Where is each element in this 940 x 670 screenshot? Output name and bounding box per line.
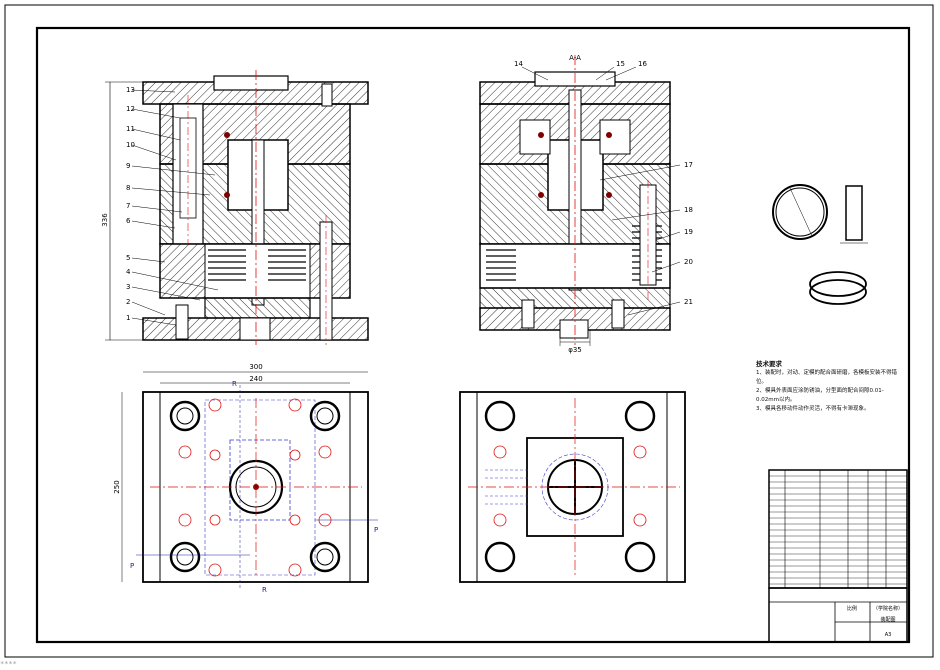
technical-note: 2、模具外表面应涂防锈油，分型面的配合间隙0.01-0.02mm以内。: [756, 388, 884, 403]
part-number: 18: [684, 206, 693, 214]
part-number: 13: [126, 86, 135, 94]
title-block-rows: [769, 475, 907, 585]
part-number: 4: [126, 268, 131, 276]
section-marker-p: P: [374, 526, 378, 534]
dim-bottom-bore: φ35: [568, 346, 582, 354]
section-label: A-A: [569, 54, 581, 62]
outer-border: [4, 4, 934, 658]
leader-lines-left: [131, 89, 219, 326]
part-number: 7: [126, 202, 130, 210]
dim-inner-width: 240: [249, 375, 262, 383]
part-number: 5: [126, 254, 130, 262]
dim-plate-width: 300: [249, 363, 262, 371]
part-number: 1: [126, 314, 130, 322]
technical-notes-title: 技术要求: [756, 360, 782, 368]
part-number: 14: [514, 60, 523, 68]
footer-mark: ****: [0, 660, 17, 668]
technical-notes: 技术要求 1、装配时，对动、定模的配合面研磨，各模板安装不得错位。 2、模具外表…: [756, 360, 906, 414]
section-marker-r: R: [232, 380, 237, 388]
dim-plate-height: 250: [113, 480, 121, 493]
technical-note: 1、装配时，对动、定模的配合面研磨，各模板安装不得错位。: [756, 370, 898, 385]
part-number: 9: [126, 162, 130, 170]
title-block-sheet-size: A3: [885, 632, 892, 638]
title-block: [768, 469, 908, 643]
part-number: 11: [126, 125, 135, 133]
part-number: 12: [126, 105, 135, 113]
part-number: 20: [684, 258, 693, 266]
part-number: 16: [638, 60, 647, 68]
technical-note: 3、模具各移动件动作灵活，不得有卡滞现象。: [756, 406, 870, 412]
section-marker-p: P: [130, 562, 134, 570]
title-block-scale-label: 比例: [847, 605, 857, 612]
part-numbers-left: 13 12 11 10 9 8 7 6 5 4 3 2 1: [126, 86, 135, 322]
part-number: 19: [684, 228, 693, 236]
part-number: 21: [684, 298, 693, 306]
part-number: 3: [126, 283, 130, 291]
section-marker-r: R: [262, 586, 267, 594]
title-block-sheet-name: 装配图: [880, 616, 895, 623]
title-block-drawing-title: （学院名称）: [873, 605, 903, 612]
leader-lines-right: [521, 66, 681, 316]
part-number: 10: [126, 141, 135, 149]
part-number: 2: [126, 298, 130, 306]
part-number: 6: [126, 217, 131, 225]
part-number: 17: [684, 161, 693, 169]
left-section-view: [105, 70, 369, 345]
right-plan-view: [459, 391, 686, 583]
part-numbers-right: 14 15 16 17 18 19 20 21: [514, 60, 693, 306]
right-section-view: [479, 55, 671, 346]
left-plan-view: [121, 371, 378, 590]
part-detail-view: [772, 184, 868, 305]
inner-border: [35, 26, 911, 644]
part-number: 8: [126, 184, 130, 192]
dim-total-height: 336: [101, 213, 109, 227]
part-number: 15: [616, 60, 625, 68]
